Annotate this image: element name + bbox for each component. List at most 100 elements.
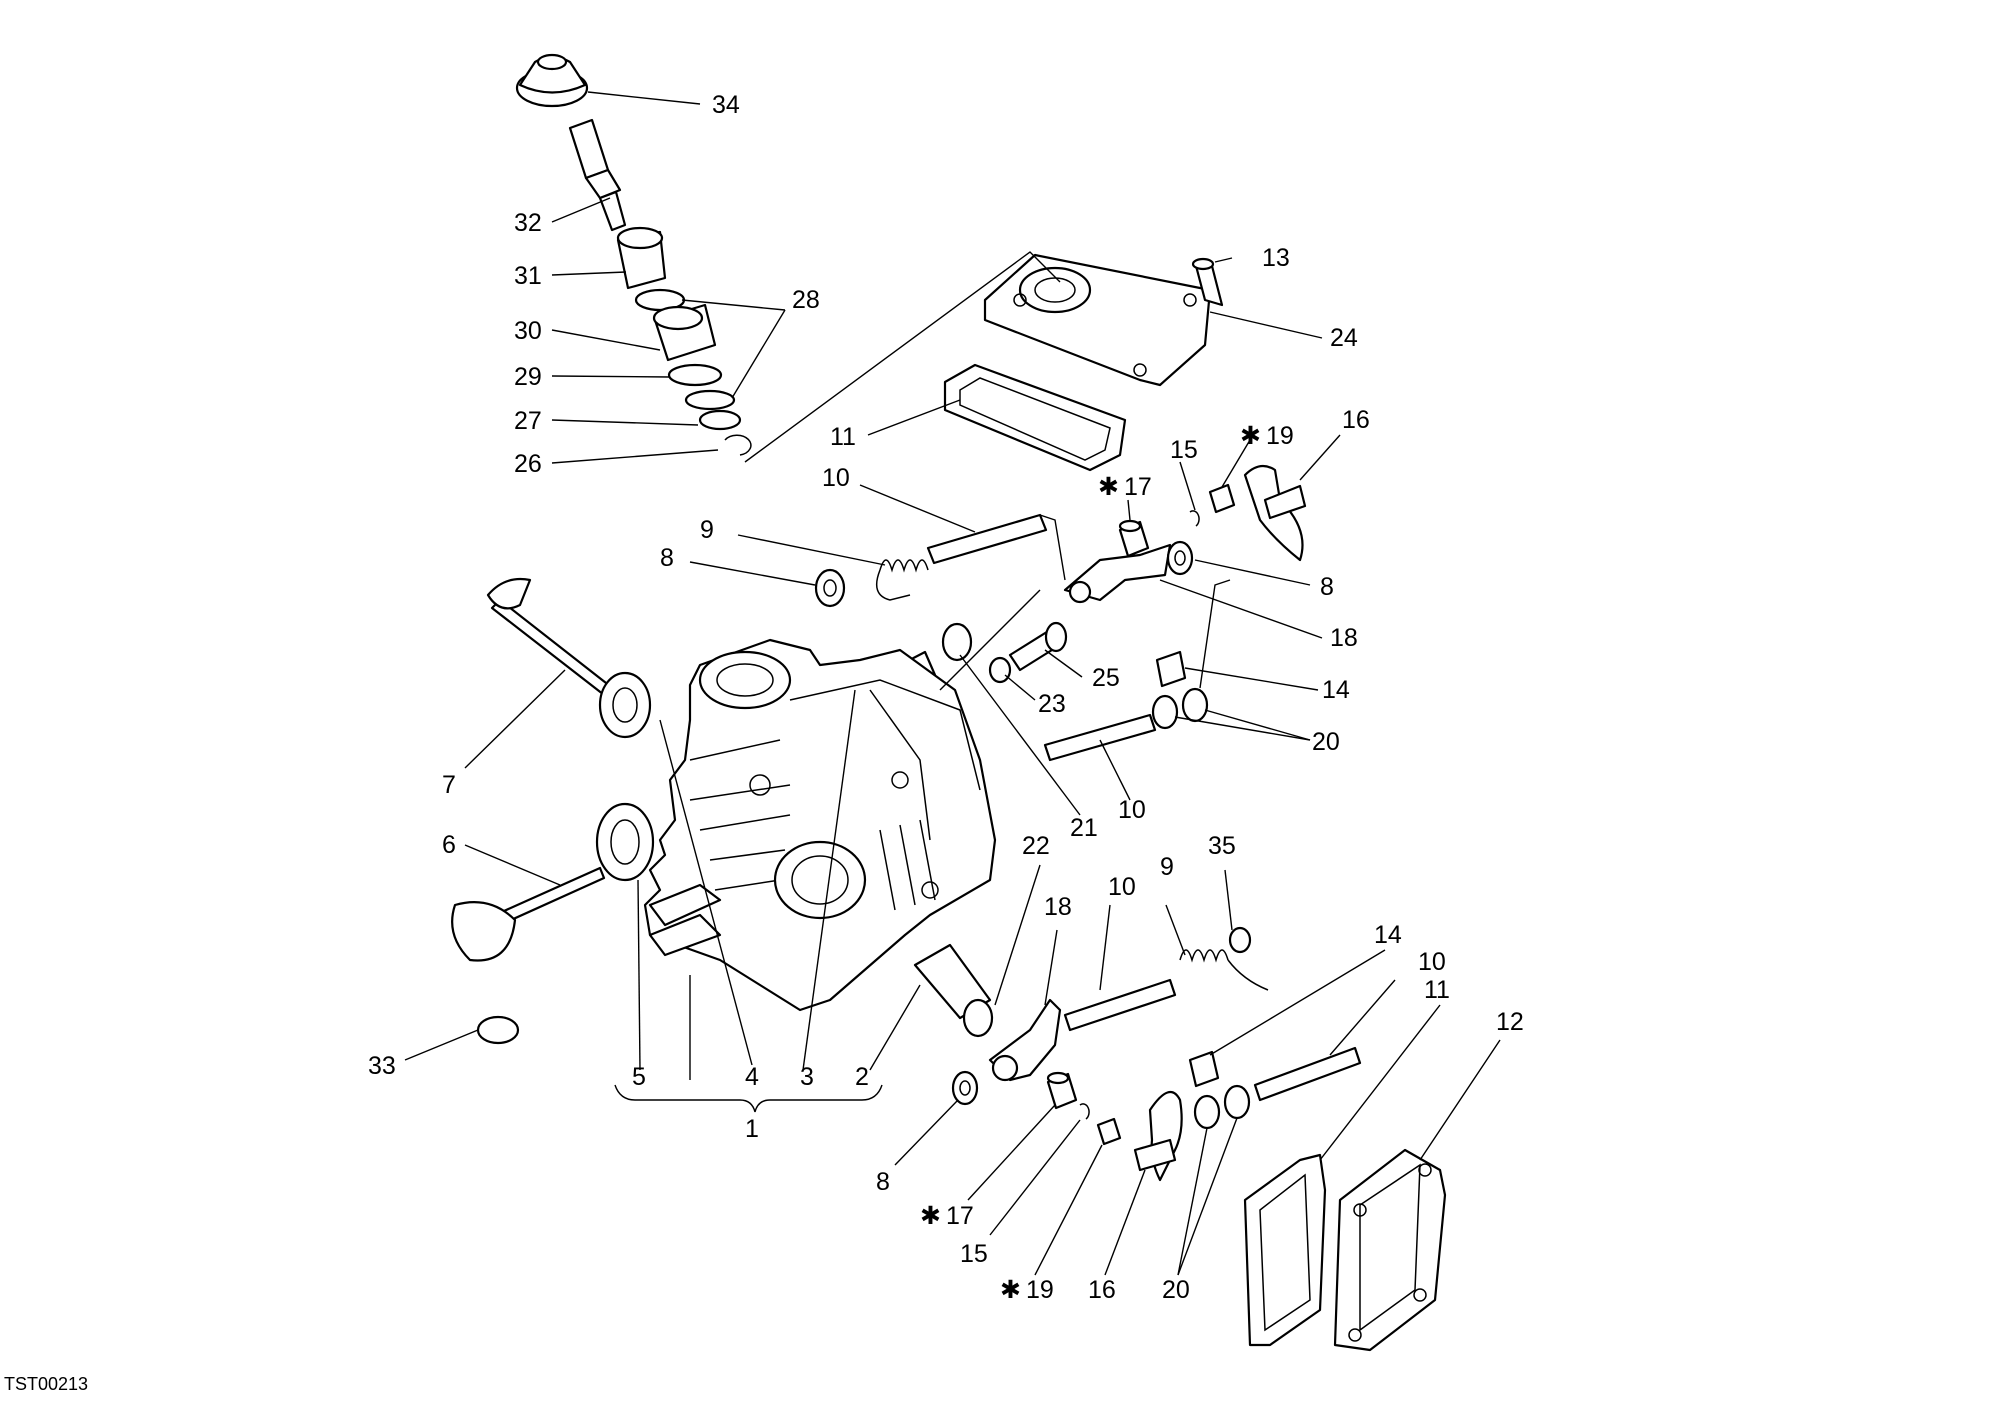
callout-28: 28 <box>792 286 820 314</box>
part-11-gasket-upper <box>943 363 1127 472</box>
callout-16: 16 <box>1342 406 1370 434</box>
callout-11: 11 <box>830 423 856 451</box>
callout-9-lower: 9 <box>1160 853 1174 881</box>
part-18-rocker-lower <box>988 998 1062 1082</box>
part-27-washer <box>698 409 742 431</box>
callout-20-lower: 20 <box>1162 1276 1190 1304</box>
callout-10-lower-center: 10 <box>1108 873 1136 901</box>
part-16-rocker-lower <box>1133 1090 1183 1182</box>
part-33-plug <box>476 1015 520 1045</box>
part-1-cylinder-head <box>643 638 997 1012</box>
part-25-bolt <box>1008 621 1068 672</box>
part-18-rocker-upper <box>1063 543 1172 604</box>
callout-18-lower: 18 <box>1044 893 1072 921</box>
callout-20-upper: 20 <box>1312 728 1340 756</box>
callout-17-asterisk: ✱ <box>1098 473 1119 501</box>
part-8-washer-lower <box>951 1070 979 1106</box>
callout-23: 23 <box>1038 690 1066 718</box>
callout-5: 5 <box>632 1063 646 1091</box>
callout-8-upper-right: 8 <box>1320 573 1334 601</box>
part-30-union <box>652 303 717 362</box>
callout-12: 12 <box>1496 1008 1524 1036</box>
part-8-washer-upper-left <box>814 568 846 608</box>
part-28-o-ring-lower <box>684 389 736 411</box>
part-10-shaft-upper <box>926 513 1048 565</box>
callout-2: 2 <box>855 1063 869 1091</box>
part-19-cap-lower <box>1096 1117 1122 1146</box>
callout-1: 1 <box>745 1115 759 1143</box>
part-19-cap-upper <box>1208 483 1236 514</box>
callout-17-lower: 17 <box>946 1202 974 1230</box>
callout-15: 15 <box>1170 436 1198 464</box>
part-17-adjuster-upper <box>1118 519 1150 558</box>
part-9-spring-upper <box>875 559 929 601</box>
callout-34: 34 <box>712 91 740 119</box>
callout-10-upper: 10 <box>822 464 850 492</box>
part-8-washer-upper-right <box>1166 540 1194 576</box>
callout-22: 22 <box>1022 832 1050 860</box>
part-16-rocker-upper-right <box>1243 464 1307 562</box>
callout-14-lower: 14 <box>1374 921 1402 949</box>
part-10-shaft-lower-right <box>1253 1046 1362 1102</box>
part-14-bush-upper <box>1155 650 1187 688</box>
part-23-washer <box>988 656 1012 684</box>
callout-31: 31 <box>514 262 542 290</box>
callout-10-lower-right: 10 <box>1418 948 1446 976</box>
callout-11-lower: 11 <box>1424 976 1450 1004</box>
part-7-valve-intake <box>486 577 617 700</box>
part-29-washer <box>667 363 723 387</box>
callout-27: 27 <box>514 407 542 435</box>
part-12-cover-lower <box>1333 1148 1447 1352</box>
part-11-gasket-lower <box>1243 1153 1327 1347</box>
callout-6: 6 <box>442 831 456 859</box>
callout-21: 21 <box>1070 814 1098 842</box>
callout-8-lower: 8 <box>876 1168 890 1196</box>
callout-25: 25 <box>1092 664 1120 692</box>
callout-3: 3 <box>800 1063 814 1091</box>
callout-8-upper-left: 8 <box>660 544 674 572</box>
callout-33: 33 <box>368 1052 396 1080</box>
callout-7: 7 <box>442 771 456 799</box>
part-35-clip <box>1228 926 1252 954</box>
part-34-cap <box>515 53 589 108</box>
document-id: TST00213 <box>4 1374 88 1394</box>
callout-19-asterisk: ✱ <box>1240 422 1261 450</box>
callout-17-lower-asterisk: ✱ <box>920 1202 941 1230</box>
callout-35: 35 <box>1208 832 1236 860</box>
callout-32: 32 <box>514 209 542 237</box>
callout-17: 17 <box>1124 473 1152 501</box>
part-6-valve-exhaust <box>451 866 606 962</box>
part-2-valve-guide-lower <box>913 943 992 1020</box>
leader-lines <box>404 91 1501 1276</box>
callout-13: 13 <box>1262 244 1290 272</box>
part-17-adjuster-lower <box>1046 1071 1078 1110</box>
callout-29: 29 <box>514 363 542 391</box>
part-26-circlip <box>724 434 752 456</box>
callout-14-upper: 14 <box>1322 676 1350 704</box>
callout-15-lower: 15 <box>960 1240 988 1268</box>
callout-19-lower: 19 <box>1026 1276 1054 1304</box>
callout-19-lower-asterisk: ✱ <box>1000 1276 1021 1304</box>
part-20-washers-lower <box>1193 1084 1251 1130</box>
part-4-valve-seal <box>598 671 652 739</box>
callout-26: 26 <box>514 450 542 478</box>
callout-18-upper: 18 <box>1330 624 1358 652</box>
part-20-washers-upper <box>1151 687 1209 730</box>
part-9-spring-lower <box>1179 949 1269 991</box>
callout-4: 4 <box>745 1063 759 1091</box>
part-15-half-rings-lower <box>1079 1103 1090 1120</box>
part-10-shaft-lower-center <box>1063 978 1177 1032</box>
part-5-valve-seat <box>595 802 655 882</box>
part-31-fitting <box>616 226 667 290</box>
part-15-half-rings-upper <box>1189 510 1200 527</box>
callout-10-middle: 10 <box>1118 796 1146 824</box>
part-24-head-cover <box>983 253 1212 387</box>
part-21-cap <box>941 622 973 662</box>
part-10-shaft-middle <box>1043 713 1157 762</box>
part-22-cap <box>962 998 994 1038</box>
callout-9-upper: 9 <box>700 516 714 544</box>
part-13-screw <box>1191 257 1224 307</box>
part-14-bush-lower <box>1188 1050 1220 1088</box>
callout-30: 30 <box>514 317 542 345</box>
